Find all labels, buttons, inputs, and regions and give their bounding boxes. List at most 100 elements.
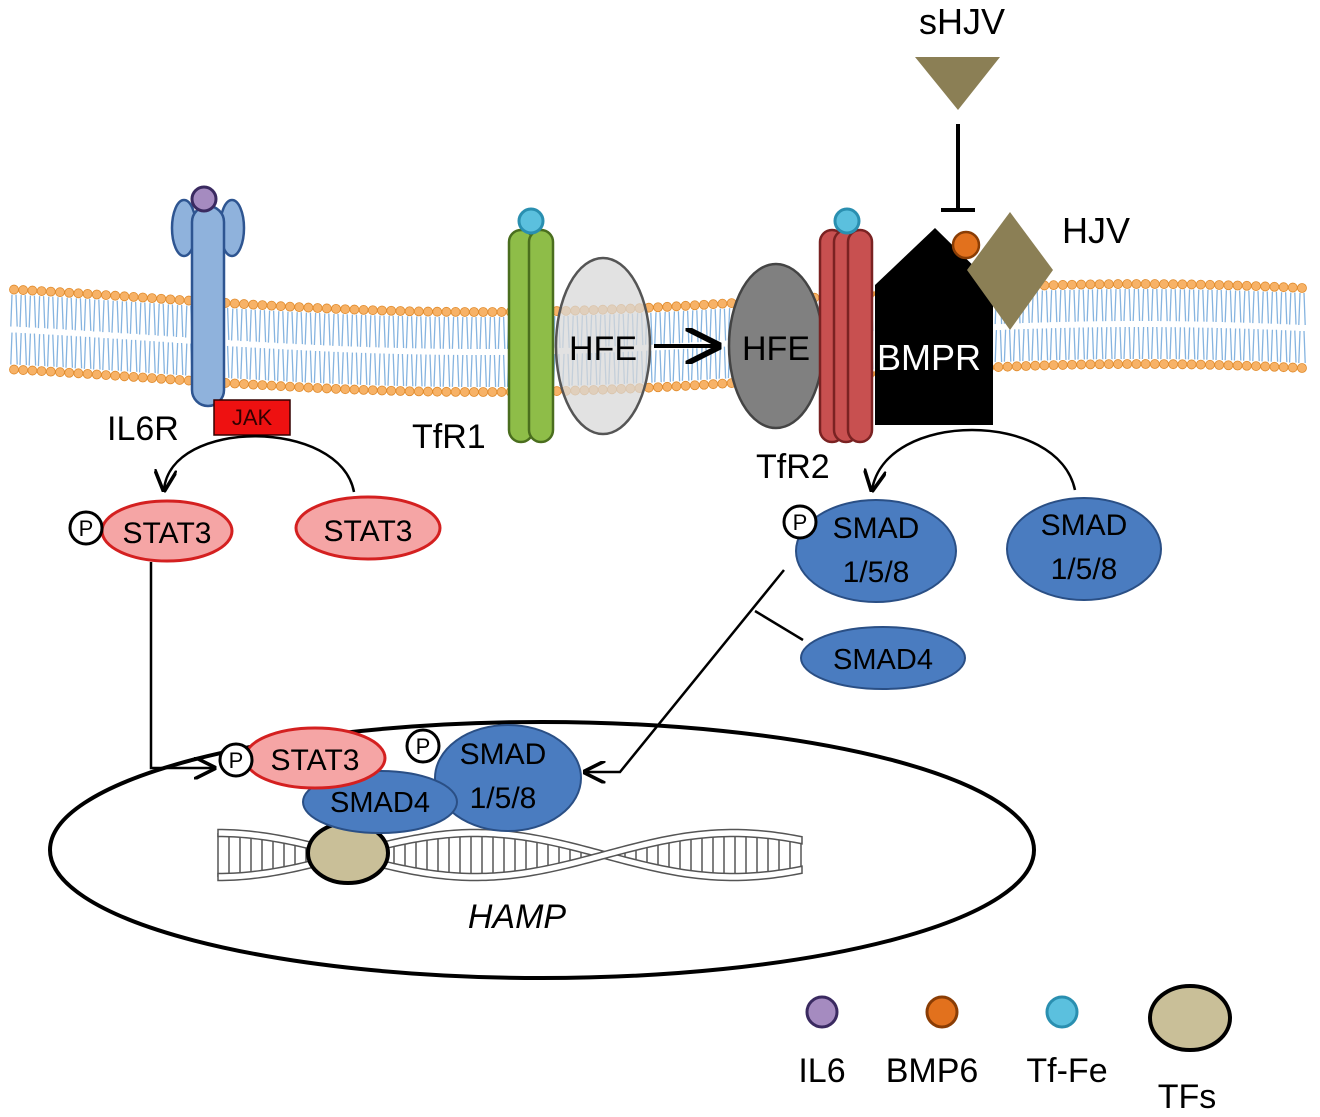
- lipid-tail: [396, 353, 400, 387]
- lipid-tail: [451, 316, 455, 349]
- lipid-tail: [249, 309, 252, 342]
- lipid-head: [1278, 362, 1289, 373]
- lipid-head: [377, 305, 387, 316]
- lipid-head: [1269, 361, 1280, 372]
- lipid-tail: [230, 308, 234, 341]
- tfr2-receptor: [818, 207, 874, 444]
- stat3-ellipse: [294, 495, 442, 561]
- lipid-head: [174, 375, 185, 385]
- lipid-tail: [1036, 290, 1040, 323]
- lipid-tail: [1064, 289, 1067, 322]
- lipid-head: [266, 300, 277, 311]
- lipid-head: [413, 386, 424, 397]
- hamp-gene-label: HAMP: [468, 898, 567, 936]
- lipid-head: [229, 378, 240, 389]
- phospho-icon: [218, 742, 254, 778]
- smad-label: SMAD: [1041, 509, 1128, 542]
- lipid-head: [478, 307, 489, 317]
- lipid-head: [680, 300, 691, 311]
- lipid-tail: [1294, 330, 1297, 363]
- lipid-tail: [313, 313, 317, 346]
- lipid-tail: [134, 339, 138, 372]
- lipid-head: [331, 383, 341, 394]
- lipid-tail: [254, 347, 258, 380]
- lipid-head: [671, 301, 682, 312]
- lipid-tail: [1160, 327, 1163, 360]
- lipid-head: [239, 299, 249, 309]
- lipid-head: [101, 290, 111, 300]
- lipid-tail: [378, 315, 381, 348]
- lipid-tail: [1054, 328, 1058, 361]
- lipid-tail: [98, 337, 101, 370]
- lipid-tail: [1174, 289, 1178, 322]
- lipid-head: [1214, 360, 1225, 370]
- lipid-tail: [1261, 291, 1264, 324]
- lipid-tail: [690, 348, 694, 381]
- lipid-tail: [1045, 290, 1049, 323]
- lipid-tail: [125, 339, 129, 372]
- lipid-head: [1094, 279, 1105, 290]
- lipid-head: [653, 302, 663, 313]
- lipid-head: [349, 304, 360, 315]
- legend-tfs-label: TFs: [1158, 1078, 1217, 1116]
- lipid-tail: [718, 346, 722, 379]
- lipid-tail: [1220, 289, 1224, 323]
- lipid-head: [496, 387, 507, 397]
- lipid-head: [1057, 360, 1068, 370]
- lipid-tail: [368, 315, 372, 348]
- lipid-tail: [1192, 327, 1196, 360]
- smad-phosphorylation-arrow: [872, 428, 1077, 490]
- lipid-tail: [10, 294, 13, 327]
- lipid-tail: [125, 301, 129, 334]
- lipid-tail: [37, 296, 41, 329]
- lipid-tail: [42, 334, 46, 367]
- hfe-right-label: HFE: [742, 330, 810, 368]
- lipid-tail: [1248, 328, 1251, 361]
- lipid-head: [91, 369, 102, 380]
- lipid-tail: [433, 354, 436, 387]
- lipid-head: [285, 381, 295, 392]
- shjv-triangle-icon: [915, 57, 1000, 110]
- lipid-tail: [383, 353, 386, 386]
- lipid-tail: [1156, 327, 1159, 360]
- lipid-tail: [295, 350, 298, 383]
- lipid-tail: [1252, 329, 1255, 362]
- lipid-tail: [70, 335, 74, 368]
- lipid-tail: [304, 350, 308, 383]
- hjv-label: HJV: [1062, 210, 1130, 251]
- lipid-tail: [1123, 289, 1126, 322]
- lipid-tail: [1229, 328, 1233, 361]
- smad4-label: SMAD4: [833, 644, 933, 676]
- lipid-tail: [175, 342, 179, 375]
- lipid-tail: [654, 350, 657, 383]
- lipid-tail: [1192, 289, 1196, 322]
- lipid-head: [699, 379, 709, 390]
- smad4-ellipse: [800, 626, 966, 690]
- stat3-label: STAT3: [324, 515, 413, 548]
- lipid-head: [1260, 281, 1271, 292]
- lipid-head: [257, 380, 268, 391]
- lipid-head: [303, 382, 314, 393]
- lipid-head: [9, 364, 19, 375]
- lipid-head: [662, 301, 673, 312]
- lipid-tail: [705, 347, 708, 380]
- lipid-head: [349, 384, 360, 395]
- lipid-tail: [479, 354, 482, 388]
- lipid-tail: [240, 347, 243, 380]
- lipid-tail: [392, 353, 396, 386]
- lipid-tail: [1275, 291, 1279, 324]
- lipid-head: [1223, 360, 1234, 371]
- lipid-tail: [74, 336, 78, 369]
- lipid-tail: [52, 334, 55, 367]
- lipid-tail: [1128, 327, 1132, 360]
- lipid-tail: [1114, 289, 1117, 322]
- lipid-tail: [1196, 327, 1200, 360]
- lipid-head: [73, 288, 84, 299]
- lipid-tail: [111, 338, 114, 371]
- lipid-tail: [1266, 291, 1270, 324]
- lipid-head: [229, 298, 240, 309]
- lipid-head: [147, 373, 157, 384]
- lipid-tail: [286, 349, 289, 382]
- nuclear-stat3-label: STAT3: [271, 744, 360, 777]
- smad-sub-label: 1/5/8: [1051, 553, 1118, 586]
